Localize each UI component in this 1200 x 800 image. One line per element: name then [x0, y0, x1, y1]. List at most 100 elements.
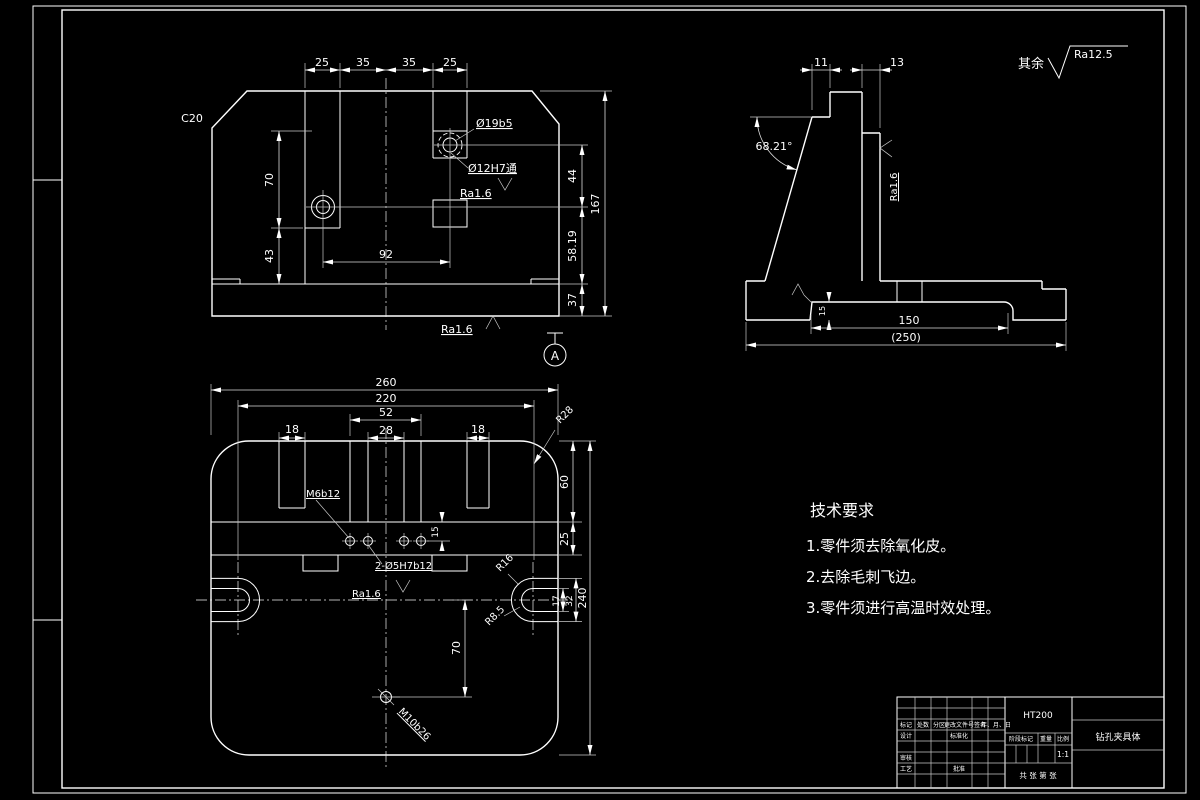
tb-sheet-text: 共 张 第 张 — [1019, 770, 1057, 780]
u-slot-inner-left — [211, 588, 250, 612]
tb-header: 更改文件号 — [944, 721, 974, 729]
roughness-prefix: 其余 — [1018, 56, 1044, 72]
thread-label: M6b12 — [306, 489, 340, 500]
leader-line — [803, 294, 813, 304]
tech-req-item: 3.零件须进行高温时效处理。 — [806, 599, 1000, 617]
leader-line — [377, 688, 395, 706]
roughness-symbol — [497, 177, 513, 191]
leader-line — [315, 499, 350, 539]
tb-check: 审核 — [900, 754, 912, 762]
leader-line — [450, 152, 469, 169]
radius-label: R28 — [554, 404, 576, 426]
tb-stage-label: 阶段标记 — [1009, 735, 1033, 743]
dim-text: 52 — [379, 406, 393, 419]
u-slot-inner-right — [521, 588, 558, 612]
u-slot-outer-left — [211, 577, 261, 623]
dim-text: 35 — [402, 56, 416, 69]
tb-approve: 批准 — [953, 765, 965, 773]
dim-chain-left: 70 43 — [263, 130, 312, 284]
chamfer-label: C20 — [181, 112, 203, 125]
hole-label: M10b26 — [396, 706, 432, 742]
tech-req-item: 1.零件须去除氧化皮。 — [806, 537, 955, 555]
dim-text: 11 — [814, 56, 828, 69]
dim-text: 44 — [566, 169, 579, 183]
outer-border — [32, 5, 1187, 794]
dim-text: 17 — [552, 595, 562, 606]
roughness-value: Ra1.6 — [889, 173, 900, 202]
dim-text: 37 — [566, 293, 579, 307]
sheet-border — [32, 5, 1187, 794]
title-block: 标记 处数 分区 更改文件号 签名 年、月、日 设计 标准化 审核 工艺 批准 … — [896, 696, 1165, 789]
side-slant — [764, 116, 813, 282]
tb-design: 设计 — [900, 732, 912, 740]
roughness-value: Ra12.5 — [1074, 48, 1113, 61]
roughness-symbol — [485, 315, 501, 330]
dim-text: 25 — [558, 532, 571, 546]
dim-150-250: 150 (250) — [745, 313, 1067, 351]
tb-header: 分区 — [933, 721, 945, 729]
tb-process: 工艺 — [900, 765, 912, 773]
front-view: 25 35 35 25 70 43 92 — [181, 56, 612, 367]
leader-line — [368, 545, 383, 565]
dim-angle: 68.21° — [750, 116, 812, 171]
roughness-symbol — [879, 139, 893, 158]
dim-text: 70 — [450, 641, 463, 655]
counterbore-label: Ø19b5 — [476, 117, 513, 130]
dim-text: 15 — [431, 526, 441, 537]
dim-text: 28 — [379, 424, 393, 437]
tb-scale-value: 1:1 — [1057, 750, 1069, 759]
title-block-frame — [896, 696, 1165, 789]
dim-text: 18 — [471, 423, 485, 436]
dowel-label: 2-Ø5H7b12 — [375, 560, 432, 572]
plan-view: M10b26 260 220 52 28 18 18 — [196, 376, 596, 770]
dim-chain-right: 44 58.19 37 167 — [340, 90, 612, 317]
dim-text: (250) — [891, 331, 921, 344]
dim-text: 58.19 — [566, 230, 579, 262]
surface-finish-symbol — [791, 283, 805, 296]
tb-standardize: 标准化 — [950, 732, 968, 740]
angle-arc — [754, 116, 797, 171]
tb-scale-label: 比例 — [1057, 735, 1069, 743]
dim-15: 15 — [427, 512, 450, 551]
dim-11-13: 11 13 — [800, 56, 904, 128]
roughness-symbol — [395, 579, 411, 593]
dim-text: 25 — [315, 56, 329, 69]
dim-text: 43 — [263, 249, 276, 263]
roughness-value: Ra1.6 — [460, 187, 492, 200]
tb-header: 年、月、日 — [981, 721, 1011, 729]
dim-text: 240 — [576, 588, 589, 609]
inner-border — [61, 9, 1165, 789]
dim-text: 167 — [589, 194, 602, 215]
general-roughness-note: 其余 Ra12.5 — [1018, 45, 1128, 80]
tech-req-item: 2.去除毛刺飞边。 — [806, 568, 925, 586]
dim-text: 32 — [565, 595, 575, 606]
side-view: 11 13 68.21° Ra1.6 15 150 (250) — [745, 56, 1067, 351]
hole-row — [342, 533, 429, 549]
dim-text: 15 — [818, 306, 827, 316]
front-outline — [211, 90, 560, 317]
leader-line — [507, 573, 520, 586]
datum-circle — [543, 343, 567, 367]
radius-label: R8.5 — [483, 604, 507, 628]
pocket — [431, 555, 468, 572]
u-slot-outer-right — [510, 577, 558, 623]
pocket — [302, 555, 339, 572]
tb-weight-label: 重量 — [1040, 735, 1052, 743]
plan-outline — [210, 440, 559, 756]
datum-symbol: A — [543, 332, 567, 367]
datum-letter: A — [551, 349, 560, 363]
leader-line — [503, 606, 521, 617]
dim-text: 150 — [899, 314, 920, 327]
dim-text: 220 — [376, 392, 397, 405]
leader-line — [454, 128, 475, 142]
roughness-symbol — [1047, 45, 1128, 80]
plan-dims-right: 60 25 17 32 240 70 — [392, 440, 596, 756]
tb-header: 签名 — [974, 721, 986, 729]
plan-dim-stack: 260 220 52 28 18 18 — [210, 376, 559, 560]
dim-92: 92 — [322, 162, 451, 268]
dim-text: 70 — [263, 173, 276, 187]
tech-req-title: 技术要求 — [810, 501, 874, 520]
leader-line — [533, 429, 556, 465]
base-groove — [809, 301, 1066, 321]
